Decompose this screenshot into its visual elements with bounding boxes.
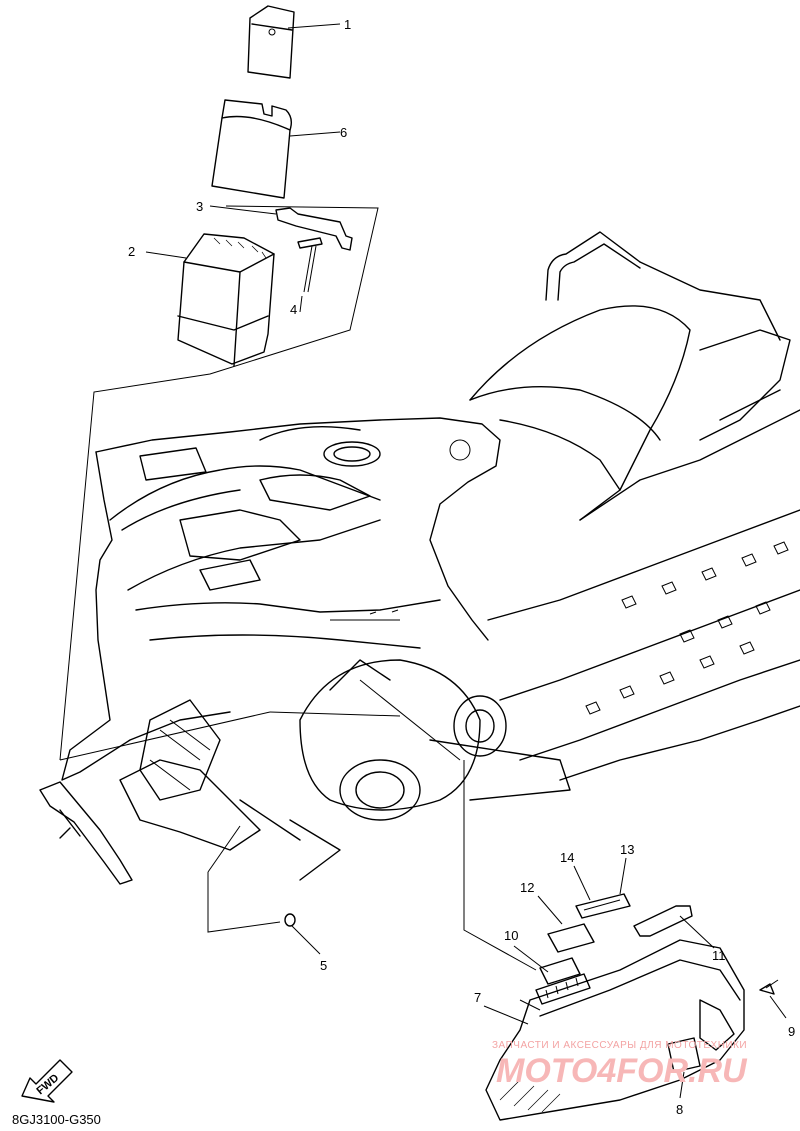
part-10-clip	[535, 957, 591, 1005]
part-3-bracket	[209, 205, 353, 251]
callout-2: 2	[128, 244, 135, 259]
part-14-decal	[583, 899, 621, 911]
callout-6: 6	[340, 125, 347, 140]
part-1-pouch	[247, 5, 341, 79]
machine-body	[39, 231, 800, 971]
part-11-strap	[633, 905, 693, 937]
watermark-logo: MOTO4FOR.RU	[496, 1052, 748, 1090]
callout-14: 14	[560, 850, 574, 865]
part-2-box	[59, 205, 379, 761]
callout-7: 7	[474, 990, 481, 1005]
part-6-cover	[211, 99, 341, 199]
callout-13: 13	[620, 842, 634, 857]
callout-10: 10	[504, 928, 518, 943]
part-5-washer	[284, 913, 296, 927]
callout-1: 1	[344, 17, 351, 32]
callout-11: 11	[712, 948, 726, 963]
part-4-bolt	[297, 237, 323, 293]
part-12-decal	[547, 923, 595, 953]
part-8-decal	[667, 1037, 701, 1073]
callout-9: 9	[788, 1024, 795, 1039]
part-13-decal	[575, 893, 631, 919]
fwd-label: FWD	[34, 1072, 61, 1097]
callout-leaders	[291, 295, 787, 1099]
callout-12: 12	[520, 880, 534, 895]
watermark: ЗАПЧАСТИ И АКСЕССУАРЫ ДЛЯ МОТОТЕХНИКИ MO…	[492, 1040, 748, 1090]
watermark-tagline: ЗАПЧАСТИ И АКСЕССУАРЫ ДЛЯ МОТОТЕХНИКИ	[492, 1040, 747, 1051]
callout-numbers: 1 2 3 4 5 6 7 8 9 10 11 12 13 14	[128, 17, 795, 1117]
fwd-arrow-icon: FWD	[21, 1059, 73, 1103]
callout-5: 5	[320, 958, 327, 973]
callout-4: 4	[290, 302, 297, 317]
part-7-rear-flap	[485, 939, 745, 1121]
callout-8: 8	[676, 1102, 683, 1117]
part-9-rivet	[759, 979, 779, 995]
diagram-code: 8GJ3100-G350	[12, 1112, 101, 1127]
callout-3: 3	[196, 199, 203, 214]
